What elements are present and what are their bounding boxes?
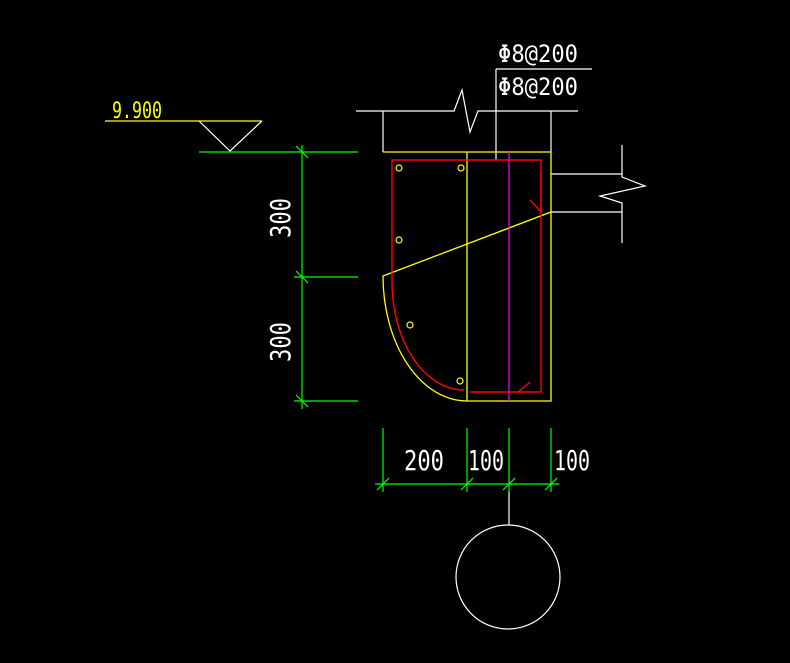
rebar-note-bottom: Φ8@200 — [498, 73, 578, 101]
v-tick-top — [295, 145, 309, 159]
beam-concrete-outline — [382, 151, 552, 402]
callout-circle — [455, 524, 561, 630]
h-dim-label-200: 200 — [404, 444, 444, 477]
rebar-dot — [395, 164, 403, 172]
v-tick-mid — [295, 270, 309, 284]
horizontal-dimension-chain — [375, 428, 559, 492]
v-dim-label-lower: 300 — [264, 322, 297, 362]
section-callout — [455, 492, 561, 630]
elevation-label: 9.900 — [112, 99, 162, 124]
rebar-note-top: Φ8@200 — [498, 40, 578, 68]
rebar-notes: Φ8@200 Φ8@200 — [495, 40, 592, 160]
h-dim-label-100-a: 100 — [468, 444, 504, 477]
rebar-stirrups — [391, 159, 542, 393]
rebar-dot — [456, 377, 464, 385]
stirrup-hook-bottom — [517, 381, 531, 393]
h-tick-2 — [460, 477, 474, 491]
top-slab-outline — [356, 87, 578, 152]
top-slab-break-line — [356, 87, 578, 135]
stirrup-hook — [529, 172, 542, 214]
rebar-dot — [395, 236, 403, 244]
v-dim-label-upper: 300 — [264, 198, 297, 238]
right-slab-break-line — [597, 145, 648, 243]
elevation-triangle — [198, 120, 263, 152]
right-slab-outline — [551, 145, 648, 243]
vertical-dimension-chain — [294, 145, 358, 409]
rebar-dot — [457, 164, 465, 172]
beam-section-outline — [382, 151, 552, 402]
elevation-marker: 9.900 — [105, 99, 358, 153]
h-dim-label-100-b: 100 — [554, 444, 590, 477]
rebar-dot — [406, 321, 414, 329]
h-tick-1 — [376, 477, 390, 491]
v-tick-bottom — [295, 394, 309, 408]
h-tick-4 — [544, 477, 558, 491]
longitudinal-bars — [395, 164, 465, 385]
h-tick-3 — [502, 477, 516, 491]
stirrup-main — [391, 159, 542, 392]
